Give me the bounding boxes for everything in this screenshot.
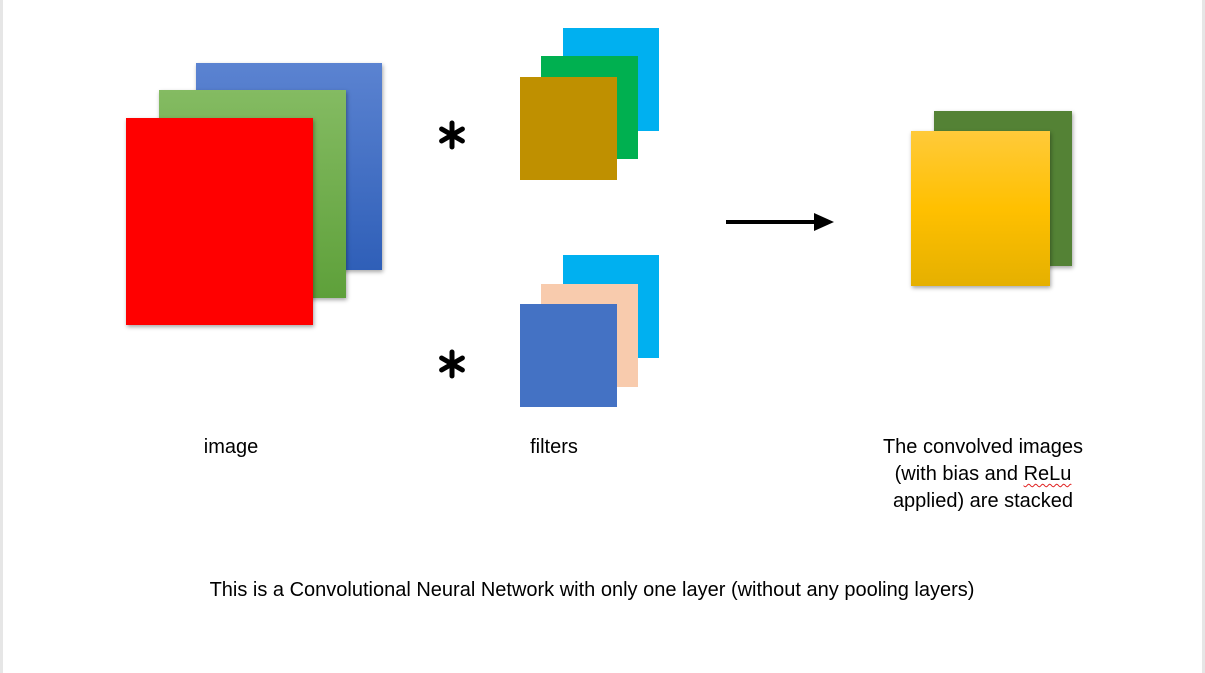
image-channel-red bbox=[126, 118, 313, 325]
output-label-line-1: The convolved images bbox=[882, 436, 1084, 458]
output-label-line-2-pre: (with bias and bbox=[894, 463, 1024, 485]
filter-1-layer-front bbox=[520, 77, 617, 180]
output-label-line-2: (with bias and ReLu bbox=[853, 461, 1113, 488]
filters-label: filters bbox=[530, 436, 578, 458]
output-layer-front bbox=[911, 131, 1050, 286]
right-arrow-icon bbox=[726, 213, 834, 231]
caption: This is a Convolutional Neural Network w… bbox=[209, 579, 975, 601]
convolution-operator-1 bbox=[439, 120, 465, 150]
output-label-line-3: applied) are stacked bbox=[892, 490, 1074, 512]
output-label: The convolved images (with bias and ReLu… bbox=[853, 434, 1113, 515]
page-edge-left bbox=[0, 0, 3, 673]
page-edge-right bbox=[1202, 0, 1205, 673]
image-label: image bbox=[203, 436, 259, 458]
filter-2-layer-front bbox=[520, 304, 617, 407]
convolution-operator-2 bbox=[439, 349, 465, 379]
relu-word: ReLu bbox=[1023, 463, 1072, 485]
